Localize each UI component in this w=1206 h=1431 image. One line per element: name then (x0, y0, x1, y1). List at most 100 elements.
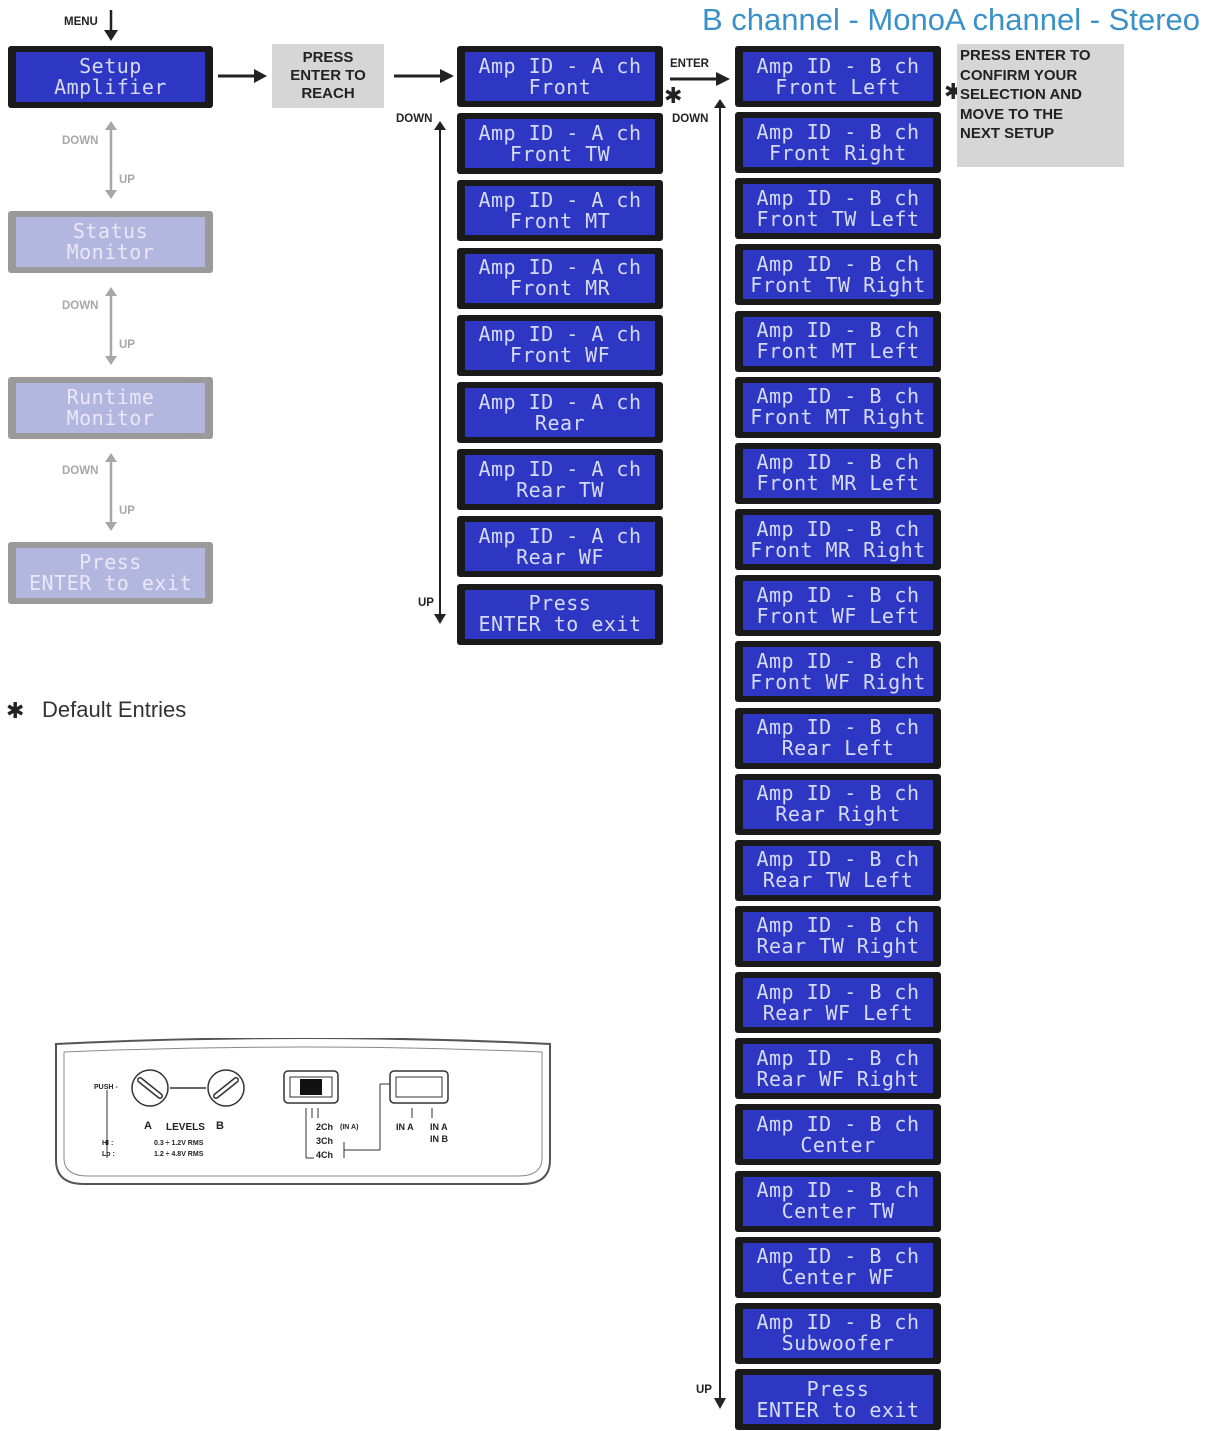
lcd-line2: Front (528, 74, 592, 99)
lcd-line2: ENTER to exit (756, 1397, 920, 1422)
ch4-label: 4Ch (316, 1150, 334, 1160)
lcd-line1: Amp ID - B ch (756, 582, 920, 607)
lcd-line1: Amp ID - B ch (756, 1178, 920, 1203)
down-label: DOWN (672, 113, 709, 125)
lcd-line2: Front TW Left (756, 206, 920, 231)
lcd-line2: Front MR (509, 276, 611, 301)
lcd-line2: Front Right (769, 140, 907, 165)
box-line: PRESS (302, 49, 354, 66)
down-up-arrow (714, 99, 726, 1409)
levels-b-label: B (216, 1120, 224, 1132)
lcd-line1: Runtime (66, 385, 155, 409)
lcd-line2: Center WF (781, 1265, 895, 1290)
ch3-label: 3Ch (316, 1136, 334, 1146)
push-label: PUSH - (94, 1084, 118, 1091)
lcd-line1: Amp ID - A ch (478, 389, 642, 414)
lcd-line2: Rear WF Left (762, 1000, 914, 1025)
up-label: UP (119, 505, 135, 517)
down-up-arrow (434, 121, 446, 624)
ch2-label: 2Ch (316, 1122, 334, 1132)
default-star-icon: ✱ (664, 84, 683, 109)
lcd-line1: Amp ID - B ch (756, 847, 920, 872)
lcd-line2: Rear TW (516, 477, 604, 502)
lcd-line1: Amp ID - A ch (478, 187, 642, 212)
down-label: DOWN (62, 465, 99, 477)
box-line: ENTER TO (290, 67, 366, 84)
lcd-line2: Rear WF Right (756, 1066, 920, 1091)
lcd-line2: ENTER to exit (28, 571, 193, 595)
lcd-line1: Amp ID - B ch (756, 384, 920, 409)
up-label: UP (696, 1384, 712, 1396)
lcd-line2: Front MR Right (750, 537, 926, 562)
lcd-line2: Front TW (509, 141, 611, 166)
push-line (106, 1090, 108, 1158)
lcd-line1: Amp ID - B ch (756, 1111, 920, 1136)
in-a-label: IN A (396, 1122, 414, 1132)
right-arrow (218, 69, 267, 83)
box-line: REACH (301, 85, 355, 102)
lcd-line2: Front TW Right (750, 272, 926, 297)
lcd-line1: Amp ID - B ch (756, 251, 920, 276)
down-label: DOWN (396, 113, 433, 125)
lcd-line2: Rear TW Right (756, 934, 920, 959)
box-line: PRESS ENTER TO (960, 47, 1091, 64)
lcd-line2: Front WF Left (756, 603, 920, 628)
in-ab-label-2: IN B (430, 1134, 448, 1144)
box-line: CONFIRM YOUR (960, 66, 1078, 84)
lcd-line1: Setup (79, 54, 142, 78)
levels-a-label: A (144, 1120, 152, 1132)
lcd-line1: Amp ID - B ch (756, 119, 920, 144)
lcd-line1: Amp ID - B ch (756, 648, 920, 673)
lo-range: 1.2 ÷ 4.8V RMS (154, 1151, 204, 1158)
lcd-line1: Amp ID - B ch (756, 781, 920, 806)
lcd-line2: Front MT Left (756, 339, 920, 364)
right-arrow (394, 69, 454, 83)
ch2-note: (IN A) (340, 1124, 359, 1131)
hi-range: 0.3 ÷ 1.2V RMS (154, 1140, 204, 1147)
down-up-arrow (105, 287, 117, 365)
lcd-line2: Front MT Right (750, 405, 926, 430)
down-label: DOWN (62, 135, 99, 147)
level-knobs (131, 1069, 245, 1107)
lcd-line1: Press (528, 591, 592, 616)
box-line: SELECTION AND (960, 86, 1082, 103)
lcd-line2: Rear Right (775, 802, 901, 827)
page-title: B channel - MonoA channel - Stereo (701, 2, 1200, 37)
legend-star-icon: ✱ (6, 699, 25, 724)
lcd-line2: Front WF (509, 343, 611, 368)
